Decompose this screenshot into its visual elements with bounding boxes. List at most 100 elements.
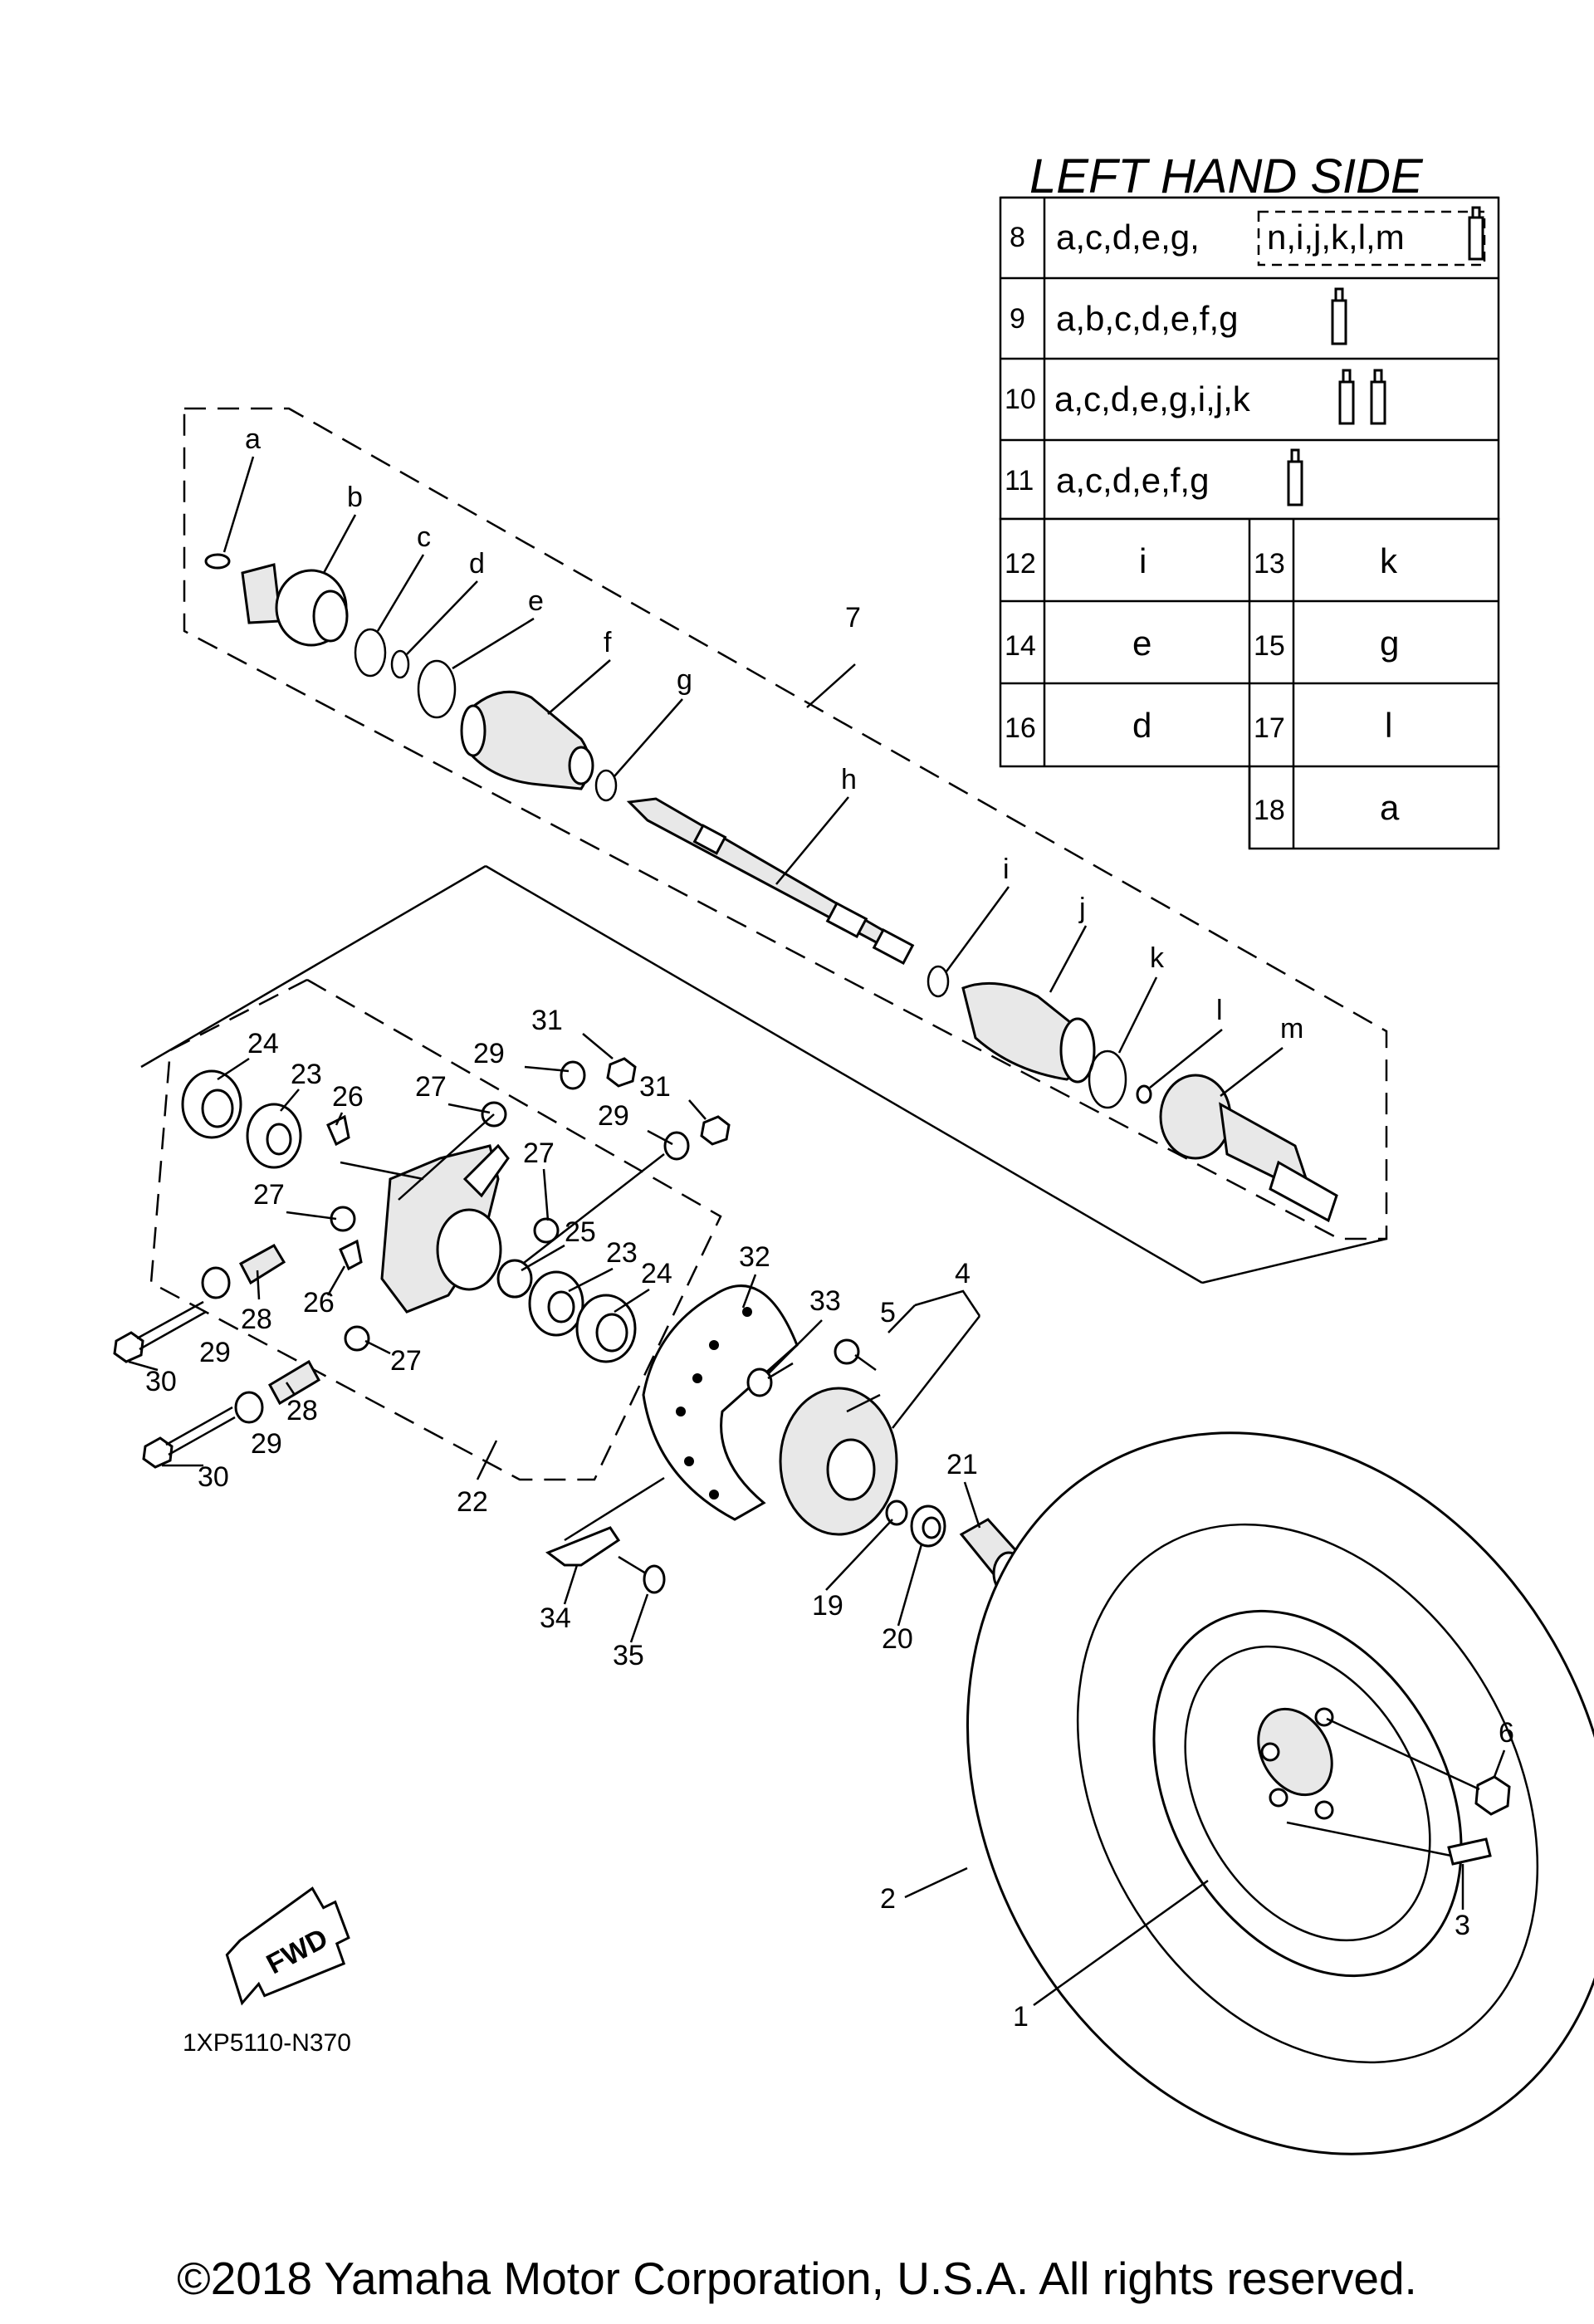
callout-number: 19 <box>812 1590 843 1622</box>
seal-24 <box>575 1294 637 1363</box>
callout-number: 30 <box>145 1366 177 1397</box>
callout-number: 7 <box>845 602 861 634</box>
screw-33 <box>746 1362 794 1397</box>
callout-number: 23 <box>606 1237 638 1269</box>
callout-letter: d <box>469 548 485 580</box>
callout-number: 3 <box>1455 1910 1470 1941</box>
callout-number: 30 <box>198 1461 229 1493</box>
table-pair-value: d <box>1132 706 1151 745</box>
pin-28 <box>267 1359 321 1406</box>
copyright-notice: ©2018 Yamaha Motor Corporation, U.S.A. A… <box>177 2253 1417 2304</box>
callout-letter: m <box>1280 1013 1303 1045</box>
table-pair-value: e <box>1132 624 1151 663</box>
callout-letter: a <box>245 423 261 455</box>
callout-number: 25 <box>565 1216 596 1248</box>
table-pair-value: g <box>1380 624 1399 663</box>
callout-number: 29 <box>251 1428 282 1460</box>
callout-number: 33 <box>809 1285 841 1317</box>
bushing-29 <box>663 1131 690 1161</box>
table-pair-number: 17 <box>1254 712 1285 744</box>
callout-number: 27 <box>415 1071 447 1103</box>
valve-3 <box>1447 1837 1492 1866</box>
callout-letter: k <box>1150 942 1165 974</box>
callout-number: 23 <box>291 1059 322 1090</box>
bolt-30 <box>142 1406 236 1469</box>
callout-number: 29 <box>598 1100 629 1132</box>
ring-d <box>390 649 410 679</box>
bolt-5 <box>834 1338 877 1372</box>
callout-number: 28 <box>286 1395 318 1426</box>
callout-number: 32 <box>739 1241 770 1273</box>
grease-tube-icon <box>1331 287 1347 345</box>
table-pair-number: 15 <box>1254 630 1285 662</box>
nut-31 <box>606 1057 637 1088</box>
table-row-8-parts: a,c,d,e,g, <box>1056 218 1200 257</box>
callout-number: 1 <box>1013 2001 1029 2033</box>
table-row-9-parts: a,b,c,d,e,f,g <box>1056 299 1238 338</box>
wheel-hub <box>779 1387 898 1536</box>
table-pair-number: 16 <box>1005 712 1036 744</box>
table-pair-number: 14 <box>1005 630 1036 662</box>
band-k <box>1088 1049 1127 1109</box>
boot-j <box>961 981 1096 1084</box>
bolt-30 <box>113 1300 207 1363</box>
band-g <box>594 769 618 802</box>
callout-number: 24 <box>247 1028 279 1059</box>
bearing-23 <box>246 1103 302 1169</box>
table-pair-number: 18 <box>1254 795 1285 826</box>
callout-number: 27 <box>523 1138 555 1169</box>
bushing-27 <box>533 1217 560 1244</box>
circlip-l <box>1136 1084 1152 1104</box>
callout-number: 31 <box>639 1071 671 1103</box>
table-pair-value: l <box>1385 706 1392 745</box>
table-pair-value: a <box>1380 788 1400 827</box>
diagram-code: 1XP5110-N370 <box>183 2029 351 2057</box>
table-row-8-boxed-parts: n,i,j,k,l,m <box>1267 218 1405 257</box>
bolt-35 <box>618 1555 666 1594</box>
callout-number: 4 <box>955 1258 971 1289</box>
bushing-29 <box>560 1060 586 1090</box>
callout-number: 6 <box>1499 1717 1514 1749</box>
nut-31 <box>700 1115 731 1146</box>
callout-letter: l <box>1216 995 1223 1026</box>
inner-cv-joint-b <box>241 563 349 647</box>
wheel-tire <box>966 1431 1594 2155</box>
assembly-outlines <box>140 407 1388 1481</box>
grease-nipple-26 <box>339 1239 363 1271</box>
drive-shaft-h <box>626 797 915 966</box>
callout-number: 29 <box>473 1038 505 1069</box>
grease-tube-icon <box>1338 369 1355 425</box>
callout-number: 34 <box>540 1602 571 1634</box>
callout-number: 27 <box>390 1345 422 1377</box>
callout-letter: j <box>1078 893 1086 924</box>
left-hand-side-table: LEFT HAND SIDE 8 a,c,d,e,g, n,i,j,k,l,m … <box>999 149 1500 850</box>
number-callouts: 1 2 3 4 5 6 7 19 20 21 22 24 23 26 27 29… <box>128 602 1514 2033</box>
boot-band-e <box>417 659 457 719</box>
knuckle-body <box>380 1143 510 1314</box>
callout-letter: f <box>604 627 612 658</box>
bracket-34 <box>545 1526 621 1567</box>
table-row-10-parts: a,c,d,e,g,i,j,k <box>1054 379 1251 418</box>
callout-number: 29 <box>199 1337 231 1368</box>
table-pair-value: k <box>1380 541 1398 580</box>
table-row-8-number: 8 <box>1010 222 1025 253</box>
table-pair-number: 13 <box>1254 548 1285 580</box>
drive-shaft-parts <box>204 553 1338 1223</box>
circlip-a <box>204 553 231 570</box>
knuckle-parts <box>113 1057 731 1469</box>
table-pair-number: 12 <box>1005 548 1036 580</box>
callout-number: 20 <box>882 1623 913 1655</box>
subassembly-dashed-box <box>1257 210 1486 267</box>
bearing-23 <box>528 1270 584 1337</box>
callout-number: 28 <box>241 1304 272 1335</box>
callout-letter: e <box>528 585 544 617</box>
callout-number: 24 <box>641 1258 672 1289</box>
callout-number: 26 <box>332 1081 364 1113</box>
grease-tube-icon <box>1370 369 1386 425</box>
table-pair-value: i <box>1139 541 1147 580</box>
washer-29 <box>234 1391 264 1424</box>
table-row-11-number: 11 <box>1005 465 1034 497</box>
callout-number: 21 <box>946 1449 978 1480</box>
axle-nut-20 <box>910 1504 946 1548</box>
